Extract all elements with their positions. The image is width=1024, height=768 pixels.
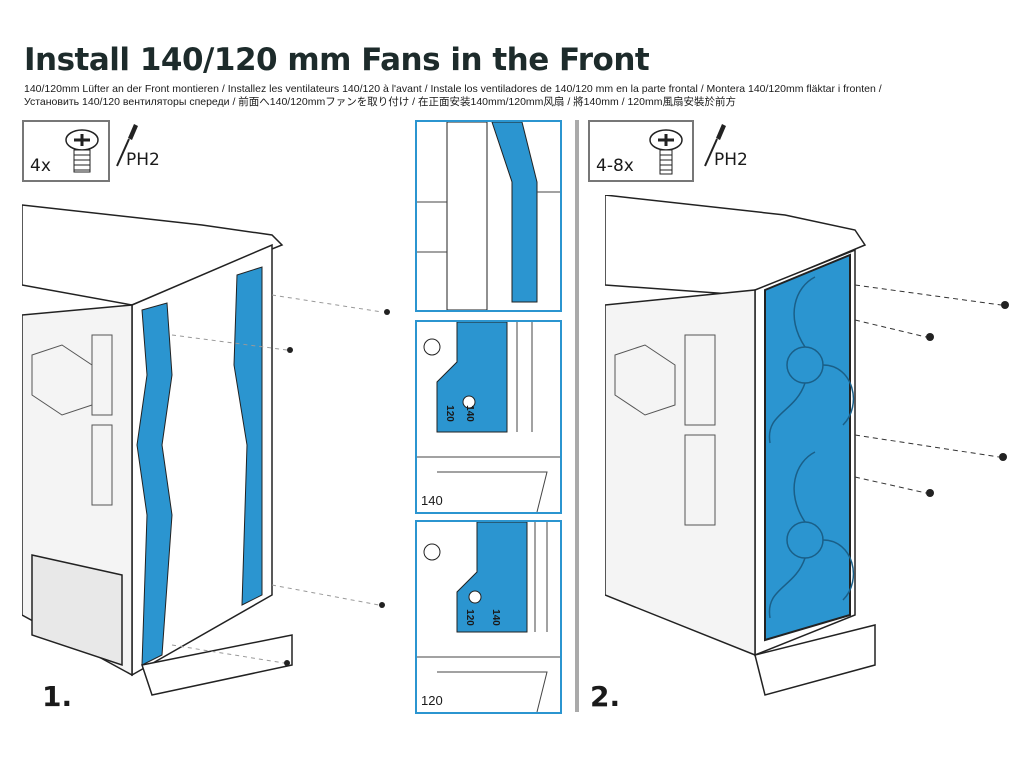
detail-panel-140: 120 140 140 — [415, 320, 562, 514]
mark-140: 140 — [489, 609, 501, 626]
bracket-detail-illustration — [417, 122, 560, 310]
bracket-120-illustration — [417, 522, 560, 712]
mark-120: 120 — [443, 405, 455, 422]
mark-140: 140 — [463, 405, 475, 422]
screw-icon — [65, 129, 99, 173]
screw-count-box: 4-8x — [588, 120, 694, 182]
screw-count-box: 4x — [22, 120, 110, 182]
tool-label: PH2 — [714, 150, 748, 170]
subtitle-line-1: 140/120mm Lüfter an der Front montieren … — [24, 83, 882, 95]
subtitle: 140/120mm Lüfter an der Front montieren … — [24, 83, 1004, 109]
tool-label: PH2 — [126, 150, 160, 170]
mark-120: 120 — [463, 609, 475, 626]
step-divider — [575, 120, 579, 712]
screwdriver-icon — [116, 124, 138, 167]
detail-panel-bracket — [415, 120, 562, 312]
step-number: 2. — [590, 680, 621, 713]
subtitle-line-2: Установить 140/120 вентиляторы спереди /… — [24, 96, 736, 108]
detail-label-120: 120 — [421, 693, 443, 708]
screw-icon — [649, 129, 683, 175]
bracket-140-illustration — [417, 322, 560, 512]
case-illustration-step1 — [22, 204, 390, 696]
screw-quantity: 4x — [30, 156, 51, 176]
step-number: 1. — [42, 680, 73, 713]
detail-label-140: 140 — [421, 493, 443, 508]
screwdriver-icon — [704, 124, 726, 167]
screw-quantity: 4-8x — [596, 156, 634, 176]
page-title: Install 140/120 mm Fans in the Front — [24, 42, 650, 78]
case-illustration-step2 — [605, 195, 1009, 696]
detail-panel-120: 120 140 120 — [415, 520, 562, 714]
